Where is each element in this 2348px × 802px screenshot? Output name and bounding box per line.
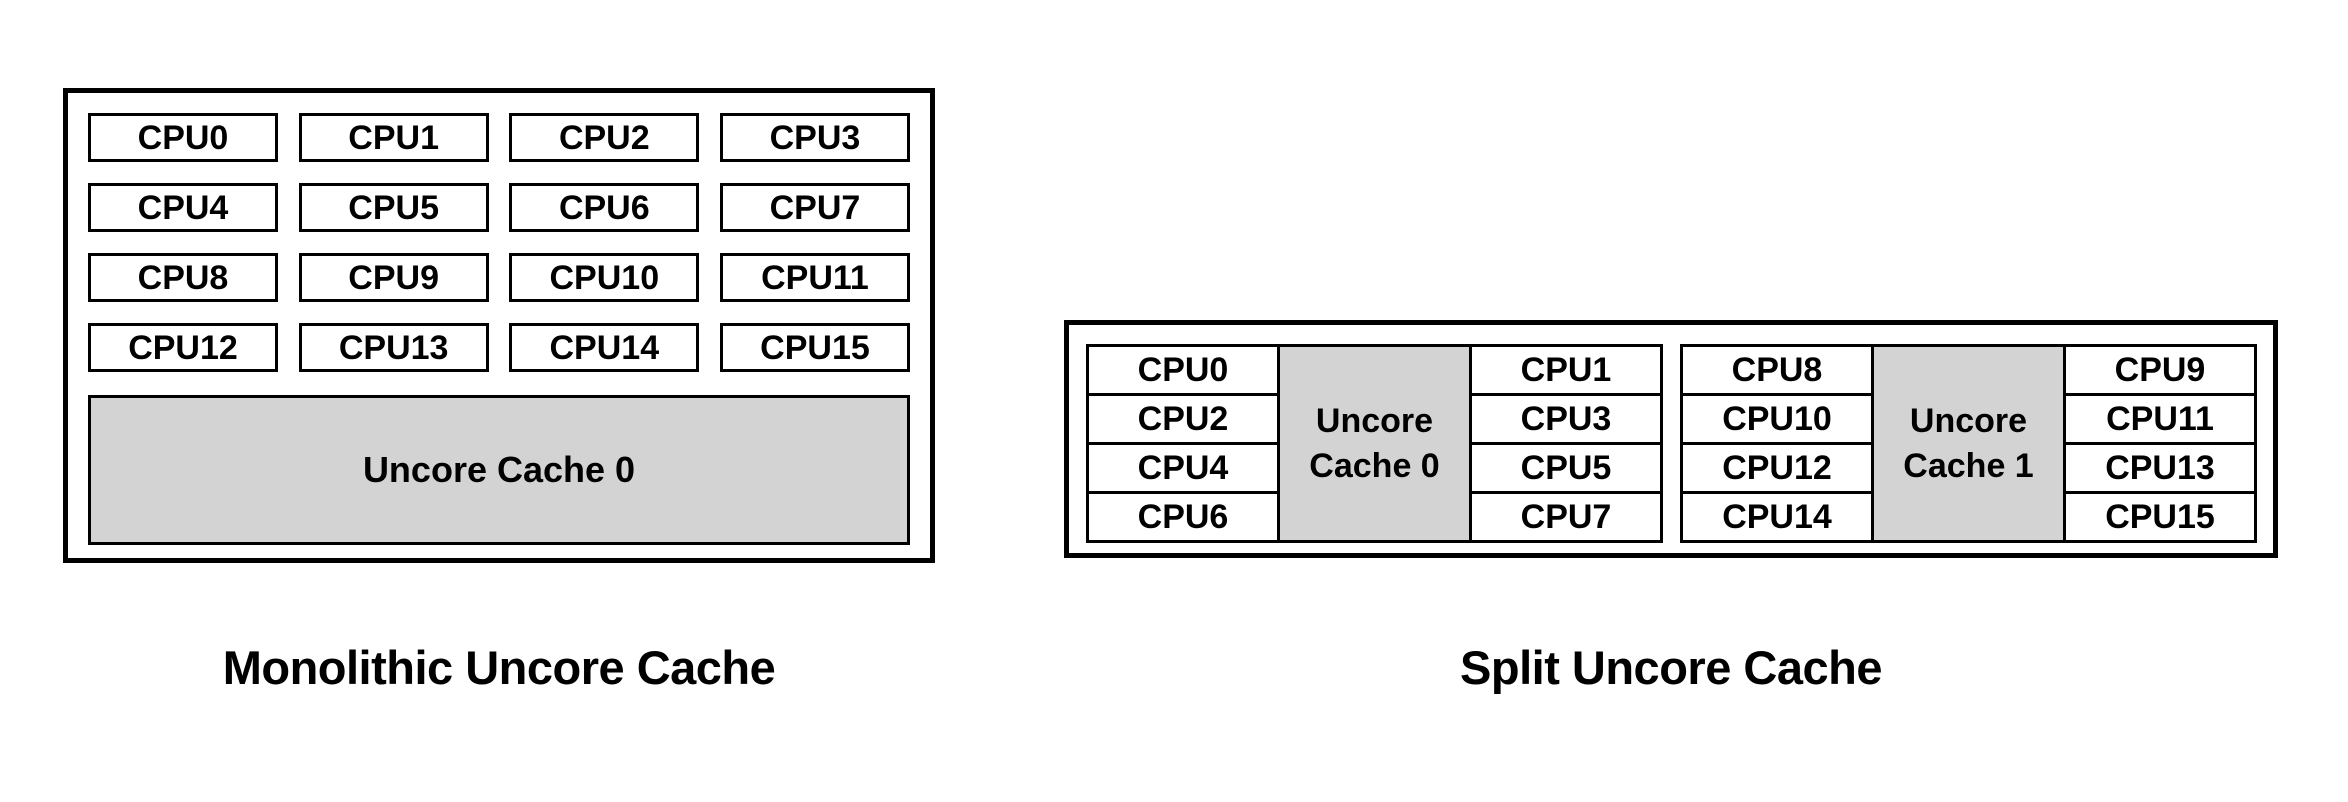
cpu-box: CPU0	[88, 113, 278, 162]
cpu-cell: CPU0	[1086, 344, 1280, 396]
cpu-box: CPU11	[719, 253, 910, 302]
cpu-cell: CPU12	[1680, 442, 1874, 494]
monolithic-caption: Monolithic Uncore Cache	[222, 641, 776, 694]
cpu-box: CPU14	[509, 323, 700, 372]
split-caption: Split Uncore Cache	[1460, 641, 1882, 694]
cpu-box: CPU6	[509, 183, 700, 232]
split-diagram: CPU0 Uncore Cache 0 CPU1 CPU2 CPU3 CPU4 …	[1064, 320, 2278, 558]
cpu-box: CPU2	[509, 113, 700, 162]
cpu-cell: CPU8	[1680, 344, 1874, 396]
cpu-cell: CPU7	[1469, 491, 1663, 543]
cpu-box: CPU12	[88, 323, 278, 372]
cpu-cell: CPU11	[2063, 393, 2257, 445]
cpu-box: CPU15	[719, 323, 910, 372]
split-group-0: CPU0 Uncore Cache 0 CPU1 CPU2 CPU3 CPU4 …	[1086, 344, 1663, 543]
cpu-box: CPU8	[88, 253, 278, 302]
cpu-box: CPU7	[719, 183, 910, 232]
cpu-cell: CPU1	[1469, 344, 1663, 396]
cpu-box: CPU4	[88, 183, 278, 232]
monolithic-diagram: CPU0 CPU1 CPU2 CPU3 CPU4 CPU5 CPU6 CPU7 …	[63, 88, 935, 563]
split-group-1: CPU8 Uncore Cache 1 CPU9 CPU10 CPU11 CPU…	[1680, 344, 2257, 543]
cpu-cell: CPU5	[1469, 442, 1663, 494]
cpu-cell: CPU13	[2063, 442, 2257, 494]
cpu-box: CPU1	[298, 113, 489, 162]
cpu-cell: CPU15	[2063, 491, 2257, 543]
cpu-cell: CPU3	[1469, 393, 1663, 445]
cpu-box: CPU13	[298, 323, 489, 372]
cpu-box: CPU5	[298, 183, 489, 232]
monolithic-cpu-grid: CPU0 CPU1 CPU2 CPU3 CPU4 CPU5 CPU6 CPU7 …	[88, 113, 910, 372]
cpu-box: CPU9	[298, 253, 489, 302]
uncore-cache-1-cell: Uncore Cache 1	[1871, 344, 2066, 543]
cpu-box: CPU3	[719, 113, 910, 162]
uncore-cache-0-box: Uncore Cache 0	[88, 395, 910, 545]
uncore-cache-0-cell: Uncore Cache 0	[1277, 344, 1472, 543]
cpu-box: CPU10	[509, 253, 700, 302]
cpu-cell: CPU9	[2063, 344, 2257, 396]
cpu-cell: CPU6	[1086, 491, 1280, 543]
cpu-cell: CPU14	[1680, 491, 1874, 543]
cpu-cell: CPU2	[1086, 393, 1280, 445]
cpu-cell: CPU10	[1680, 393, 1874, 445]
cpu-cell: CPU4	[1086, 442, 1280, 494]
